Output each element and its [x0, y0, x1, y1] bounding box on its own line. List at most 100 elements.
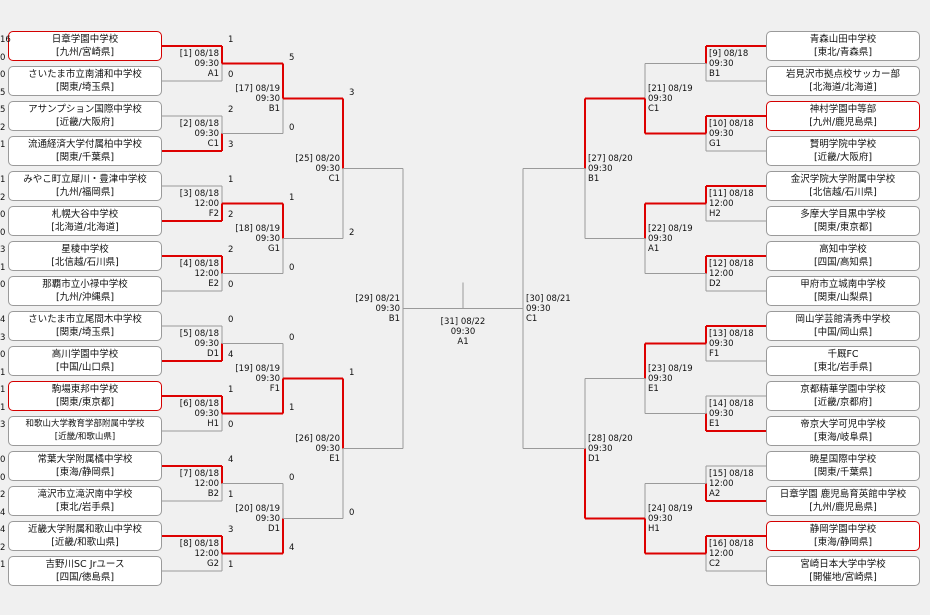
team-box[interactable]: 流通経済大学付属柏中学校[関東/千葉県]: [8, 136, 162, 166]
score: 2: [0, 542, 6, 553]
score: 1: [0, 560, 6, 570]
team-box[interactable]: 青森山田中学校 [東北/青森県]: [766, 31, 920, 61]
team-name: 青森山田中学校: [809, 34, 877, 45]
team-region: [開催地/宮崎県]: [809, 572, 877, 583]
team-box[interactable]: さいたま市立尾間木中学校[関東/埼玉県]: [8, 311, 162, 341]
match-venue: A1: [648, 243, 660, 254]
team-region: [九州/福岡県]: [55, 187, 115, 198]
match-venue: E2: [208, 278, 219, 289]
match-time: 09:30: [194, 408, 220, 419]
team-name: みやこ町立犀川・豊津中学校: [23, 174, 147, 185]
team-box[interactable]: 千厩FC[東北/岩手県]: [766, 346, 920, 376]
match-time: 09:30: [450, 326, 476, 337]
team-region: [関東/千葉県]: [813, 467, 873, 478]
team-box[interactable]: 京都精華学園中学校[近畿/京都府]: [766, 381, 920, 411]
score: 2: [0, 192, 6, 203]
team-box[interactable]: みやこ町立犀川・豊津中学校 [九州/福岡県]: [8, 171, 162, 201]
team-box[interactable]: 近畿大学附属和歌山中学校[近畿/和歌山県]: [8, 521, 162, 551]
team-box[interactable]: 岡山学芸館清秀中学校[中国/岡山県]: [766, 311, 920, 341]
team-name: 流通経済大学付属柏中学校: [27, 139, 142, 150]
team-box[interactable]: 暁星国際中学校[関東/千葉県]: [766, 451, 920, 481]
match-time: 09:30: [648, 373, 673, 384]
match-label: [13] 08/18: [709, 328, 754, 339]
team-region: [北信越/石川県]: [51, 257, 119, 268]
score: 16: [0, 35, 11, 45]
team-box[interactable]: アサンプション国際中学校 [近畿/大阪府]: [8, 101, 162, 131]
match-time: 09:30: [588, 443, 613, 454]
team-box[interactable]: 賢明学院中学校[近畿/大阪府]: [766, 136, 920, 166]
team-box[interactable]: 星稜中学校[北信越/石川県]: [8, 241, 162, 271]
team-box[interactable]: 高知中学校[四国/高知県]: [766, 241, 920, 271]
match-venue: H2: [709, 208, 721, 219]
team-box[interactable]: 日章学園 鹿児島育英館中学校[九州/鹿児島県]: [766, 486, 920, 516]
score: 4: [289, 542, 295, 553]
team-box[interactable]: 神村学園中等部[九州/鹿児島県]: [766, 101, 920, 131]
score: 5: [0, 105, 6, 115]
score: 1: [0, 175, 6, 185]
score: 0: [228, 420, 234, 430]
score: 1: [228, 560, 234, 570]
match-venue: C1: [648, 103, 660, 114]
team-box[interactable]: 多摩大学目黒中学校[関東/東京都]: [766, 206, 920, 236]
match-time: 12:00: [194, 478, 220, 489]
team-region: [近畿/大阪府]: [55, 117, 115, 128]
match-venue: B1: [709, 68, 721, 79]
team-region: [北信越/石川県]: [809, 187, 877, 198]
team-name: 那覇市立小禄中学校: [42, 279, 128, 290]
match-venue: H1: [648, 523, 660, 534]
team-box[interactable]: 高川学園中学校[中国/山口県]: [8, 346, 162, 376]
score: 4: [228, 455, 234, 465]
team-region: [東北/青森県]: [813, 47, 873, 58]
team-box[interactable]: 甲府市立城南中学校[関東/山梨県]: [766, 276, 920, 306]
team-box[interactable]: 金沢学院大学附属中学校 [北信越/石川県]: [766, 171, 920, 201]
team-box[interactable]: 日章学園中学校[九州/宮崎県]: [8, 31, 162, 61]
team-name: さいたま市立南浦和中学校: [28, 69, 142, 80]
match-time: 12:00: [709, 268, 734, 279]
match-time: 09:30: [255, 513, 281, 524]
team-box[interactable]: 宮崎日本大学中学校[開催地/宮崎県]: [766, 556, 920, 586]
team-box[interactable]: 滝沢市立滝沢南中学校[東北/岩手県]: [8, 486, 162, 516]
team-box[interactable]: 岩見沢市拠点校サッカー部[北海道/北海道]: [766, 66, 920, 96]
team-box[interactable]: 吉野川SC Jrユース[四国/徳島県]: [8, 556, 162, 586]
team-box[interactable]: 和歌山大学教育学部附属中学校[近畿/和歌山県]: [8, 416, 162, 446]
team-name: 帝京大学可児中学校: [800, 419, 886, 430]
team-region: [四国/徳島県]: [55, 572, 115, 583]
team-box[interactable]: 駒場東邦中学校[関東/東京都]: [8, 381, 162, 411]
match-label: [19] 08/19: [235, 363, 280, 374]
team-box[interactable]: 帝京大学可児中学校 [東海/岐阜県]: [766, 416, 920, 446]
score: 0: [289, 122, 295, 133]
match-venue: B1: [588, 173, 600, 184]
team-box[interactable]: さいたま市立南浦和中学校[関東/埼玉県]: [8, 66, 162, 96]
match-label: [4] 08/18: [179, 258, 219, 269]
match-label: [29] 08/21: [355, 293, 400, 304]
team-box[interactable]: 札幌大谷中学校[北海道/北海道]: [8, 206, 162, 236]
team-box[interactable]: 静岡学園中学校[東海/静岡県]: [766, 521, 920, 551]
score: 1: [289, 402, 295, 413]
team-box[interactable]: 那覇市立小禄中学校[九州/沖縄県]: [8, 276, 162, 306]
team-name: 千厩FC: [827, 349, 859, 360]
team-box[interactable]: 常葉大学附属橘中学校[東海/静岡県]: [8, 451, 162, 481]
team-name: 滝沢市立滝沢南中学校: [37, 489, 133, 500]
score: 0: [0, 280, 6, 290]
match-venue: B1: [388, 313, 400, 324]
team-region: [東海/岐阜県]: [813, 432, 873, 443]
match-venue: A2: [709, 488, 721, 499]
match-label: [18] 08/19: [235, 223, 280, 234]
team-name: 金沢学院大学附属中学校: [790, 174, 896, 185]
score: 2: [228, 105, 234, 115]
team-name: アサンプション国際中学校: [28, 104, 142, 115]
match-time: 09:30: [194, 338, 220, 349]
score: 0: [228, 280, 234, 290]
score: 3: [228, 525, 234, 535]
match-time: 12:00: [709, 198, 734, 209]
